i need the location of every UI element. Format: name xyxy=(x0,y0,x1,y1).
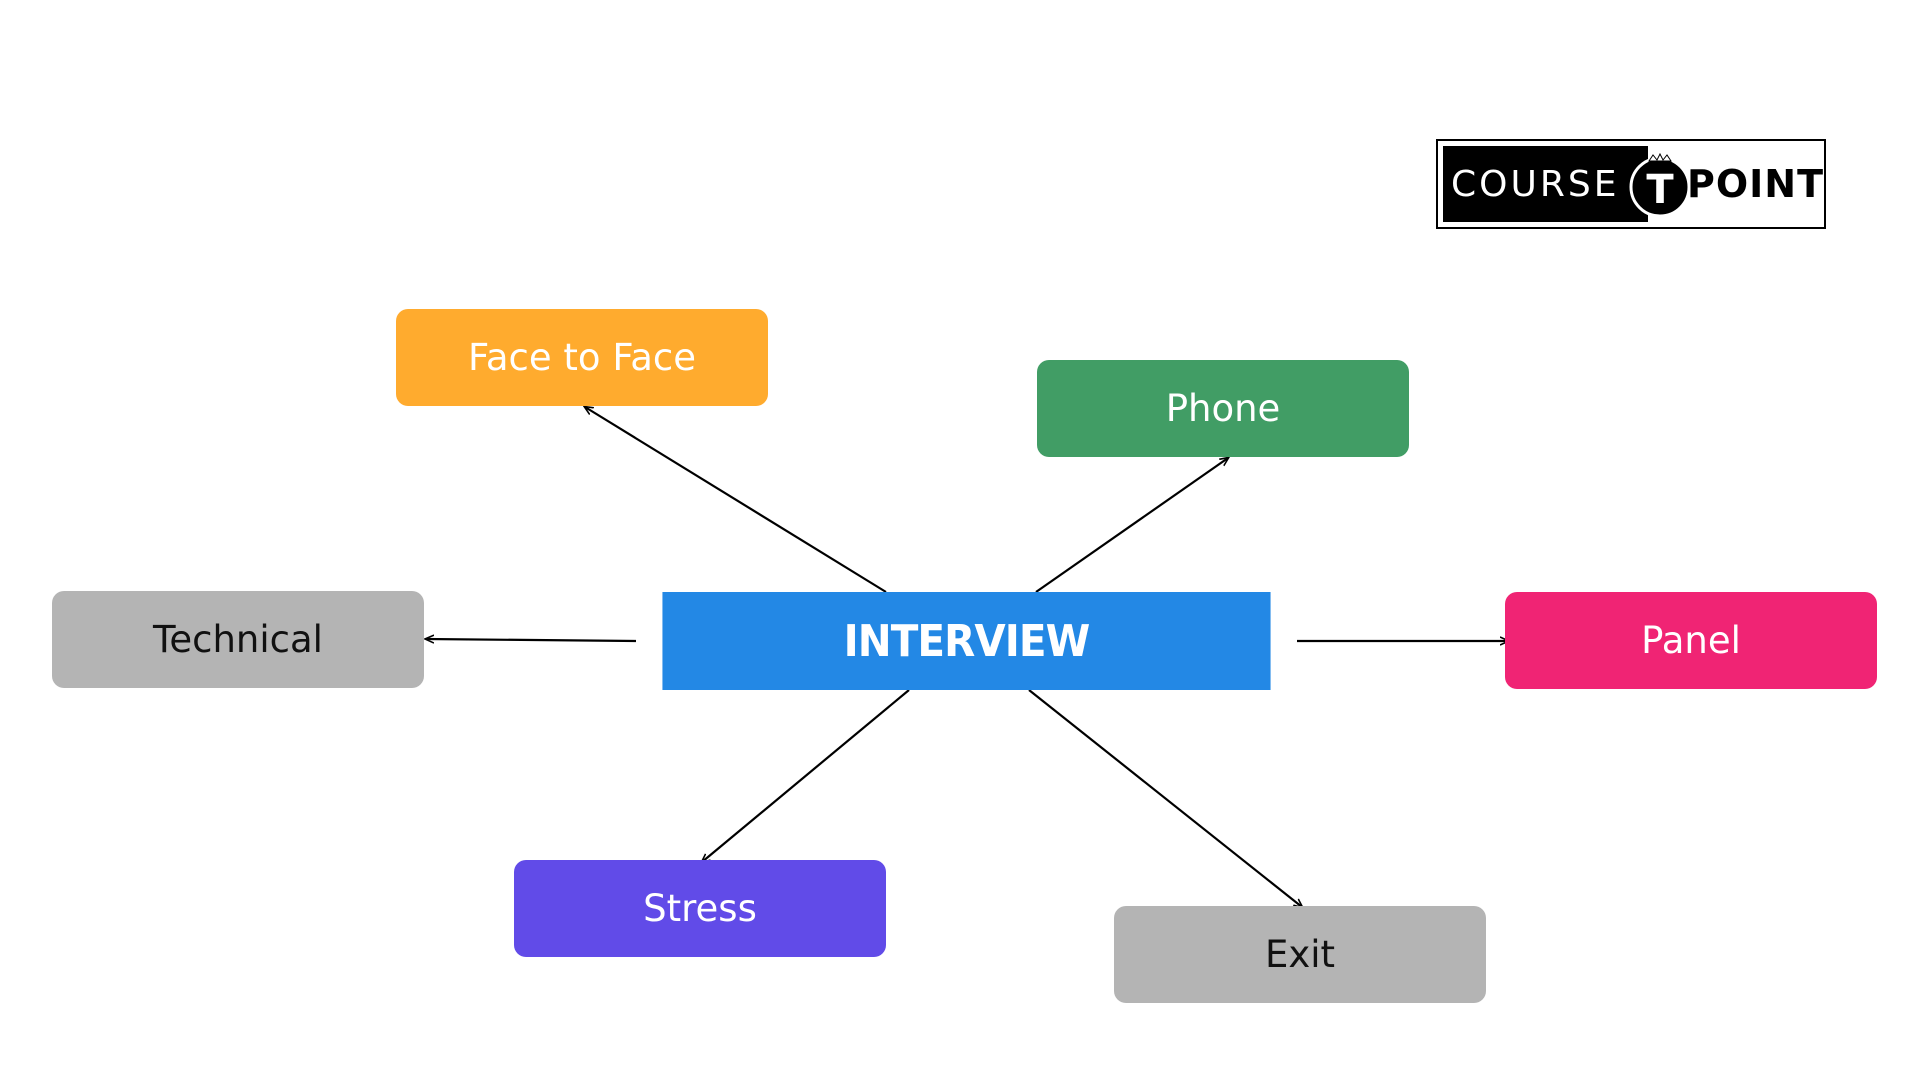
node-phone: Phone xyxy=(1037,360,1409,457)
arrow-to-technical xyxy=(426,639,637,641)
node-label-panel: Panel xyxy=(1641,619,1741,662)
coursetpoint-logo: COURSE T POINT xyxy=(1436,139,1826,229)
logo-black-panel xyxy=(1443,146,1648,222)
arrow-to-stress xyxy=(702,689,910,862)
center-node-label: INTERVIEW xyxy=(843,615,1091,667)
node-label-phone: Phone xyxy=(1165,387,1281,430)
node-label-technical: Technical xyxy=(153,618,323,661)
node-stress: Stress xyxy=(514,860,886,957)
arrow-to-phone xyxy=(1035,458,1228,593)
node-label-face-to-face: Face to Face xyxy=(468,336,696,379)
node-label-stress: Stress xyxy=(643,887,757,930)
node-exit: Exit xyxy=(1114,906,1486,1003)
node-technical: Technical xyxy=(52,591,424,688)
center-node-interview: INTERVIEW xyxy=(662,592,1271,690)
arrow-to-exit xyxy=(1028,689,1302,907)
node-face-to-face: Face to Face xyxy=(396,309,768,406)
node-label-exit: Exit xyxy=(1264,933,1336,976)
logo-word-point: POINT xyxy=(1687,162,1825,206)
arrow-to-face-to-face xyxy=(585,407,887,593)
node-panel: Panel xyxy=(1505,592,1877,689)
logo-word-course: COURSE xyxy=(1451,163,1620,205)
logo-t-badge-icon: T xyxy=(1629,152,1691,218)
logo-badge-letter: T xyxy=(1646,167,1674,213)
